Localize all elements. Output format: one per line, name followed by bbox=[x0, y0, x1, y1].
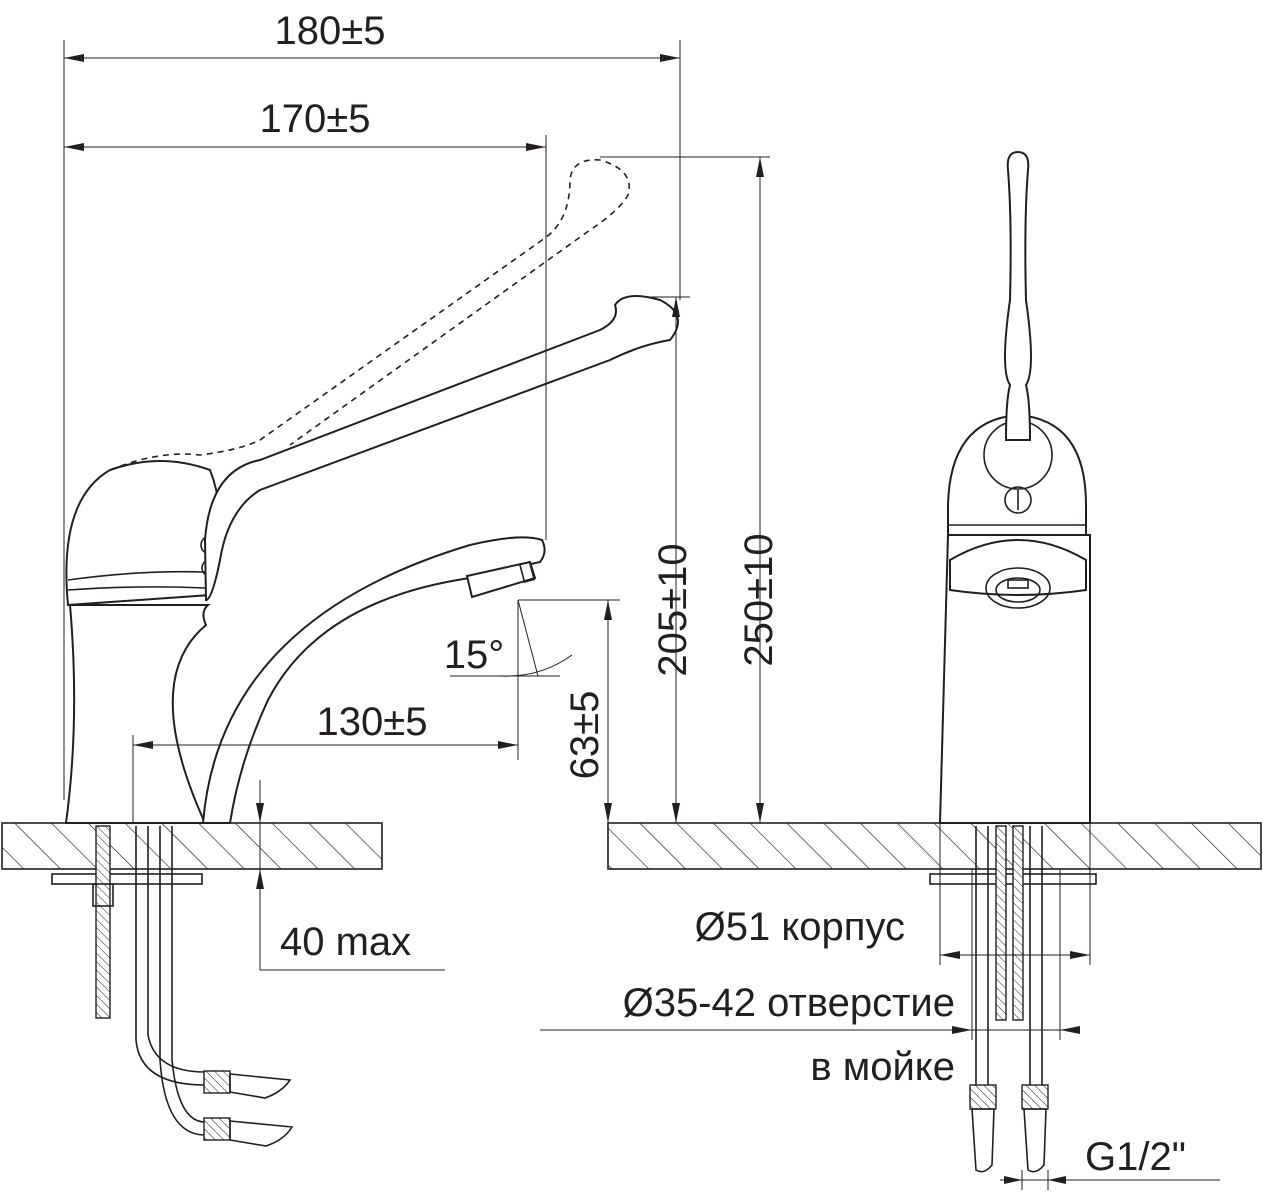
lever-closed bbox=[203, 295, 679, 602]
side-view: 180±5 170±5 130±5 15° 63±5 205±10 250±10 bbox=[1, 9, 1262, 1147]
rod-nut bbox=[92, 883, 114, 907]
dim-180-arrow-right bbox=[660, 54, 680, 62]
dim-63-arrow-bottom bbox=[604, 803, 612, 823]
angle-line bbox=[517, 599, 539, 677]
dim-205-label: 205±10 bbox=[651, 543, 695, 676]
hose-1 bbox=[135, 826, 206, 1086]
front-screw bbox=[1004, 486, 1032, 514]
dim-130-arrow-right bbox=[498, 741, 518, 749]
front-lever bbox=[1004, 150, 1032, 441]
dim-51-arrow-left bbox=[940, 951, 960, 959]
front-aerator-inner bbox=[995, 577, 1041, 603]
dim-170-arrow-right bbox=[526, 143, 546, 151]
aerator bbox=[465, 560, 537, 599]
mount-washer bbox=[51, 873, 203, 885]
front-tip-right bbox=[1023, 1108, 1047, 1173]
dim-180-arrow-left bbox=[64, 54, 84, 62]
dim-35-label-1: Ø35-42 отверстие bbox=[623, 981, 955, 1025]
dim-51-arrow-right bbox=[1070, 951, 1090, 959]
dim-170-label: 170±5 bbox=[260, 97, 371, 141]
dim-40-arrow-bottom bbox=[256, 869, 264, 889]
dim-35-arrow-left bbox=[952, 1026, 972, 1034]
front-rod-1 bbox=[995, 825, 1007, 1021]
dim-180-label: 180±5 bbox=[275, 9, 386, 53]
dim-250-arrow-bottom bbox=[756, 803, 764, 823]
hose-tip-1 bbox=[229, 1073, 292, 1099]
hose-1b bbox=[147, 826, 206, 1073]
dim-205-arrow-top bbox=[672, 297, 680, 317]
dim-170-arrow-left bbox=[64, 143, 84, 151]
dim-35-label-2: в мойке bbox=[810, 1045, 955, 1089]
hose-2 bbox=[159, 826, 206, 1136]
front-aerator-slot bbox=[1007, 579, 1029, 589]
front-view: Ø51 корпус Ø35-42 отверстие в мойке G1/2… bbox=[540, 150, 1220, 1190]
dim-g-arrow-right bbox=[1048, 1176, 1066, 1184]
front-body bbox=[938, 534, 1091, 824]
dim-40-arrow-top bbox=[256, 803, 264, 823]
dim-63-arrow-top bbox=[604, 600, 612, 620]
dim-g-arrow-left bbox=[1004, 1176, 1022, 1184]
front-fitting-left bbox=[969, 1084, 997, 1110]
front-aerator-outer bbox=[985, 567, 1051, 609]
hose-fitting-2 bbox=[203, 1117, 231, 1141]
hose-tip-2 bbox=[229, 1120, 294, 1147]
dim-35-arrow-right bbox=[1060, 1026, 1080, 1034]
countertop-left bbox=[1, 822, 383, 870]
dim-205-arrow-bottom bbox=[672, 803, 680, 823]
countertop-right bbox=[607, 822, 1262, 870]
lever-housing-band bbox=[67, 570, 206, 581]
dim-250-label: 250±10 bbox=[737, 533, 781, 666]
dim-63-label: 63±5 bbox=[563, 691, 607, 780]
front-tip-left bbox=[971, 1108, 995, 1173]
lever-housing-band-2 bbox=[67, 586, 206, 591]
front-fitting-right bbox=[1021, 1084, 1049, 1110]
dim-g-label: G1/2" bbox=[1085, 1135, 1186, 1179]
dim-40-label: 40 max bbox=[280, 920, 411, 964]
dim-130-arrow-left bbox=[133, 741, 153, 749]
aerator-ring bbox=[518, 561, 536, 583]
dim-130-label: 130±5 bbox=[317, 700, 428, 744]
angle-arc bbox=[499, 654, 573, 677]
threaded-rod bbox=[95, 825, 111, 1019]
faucet-pedestal bbox=[64, 604, 211, 824]
angle-label: 15° bbox=[444, 633, 505, 677]
front-rod-2 bbox=[1012, 825, 1024, 1021]
hose-fitting-1 bbox=[203, 1070, 231, 1094]
hose-2b bbox=[171, 826, 206, 1123]
lever-open-dashed bbox=[109, 159, 630, 471]
dim-51-label: Ø51 корпус bbox=[695, 905, 905, 949]
dim-250-arrow-top bbox=[756, 157, 764, 177]
lever-housing bbox=[65, 460, 221, 607]
